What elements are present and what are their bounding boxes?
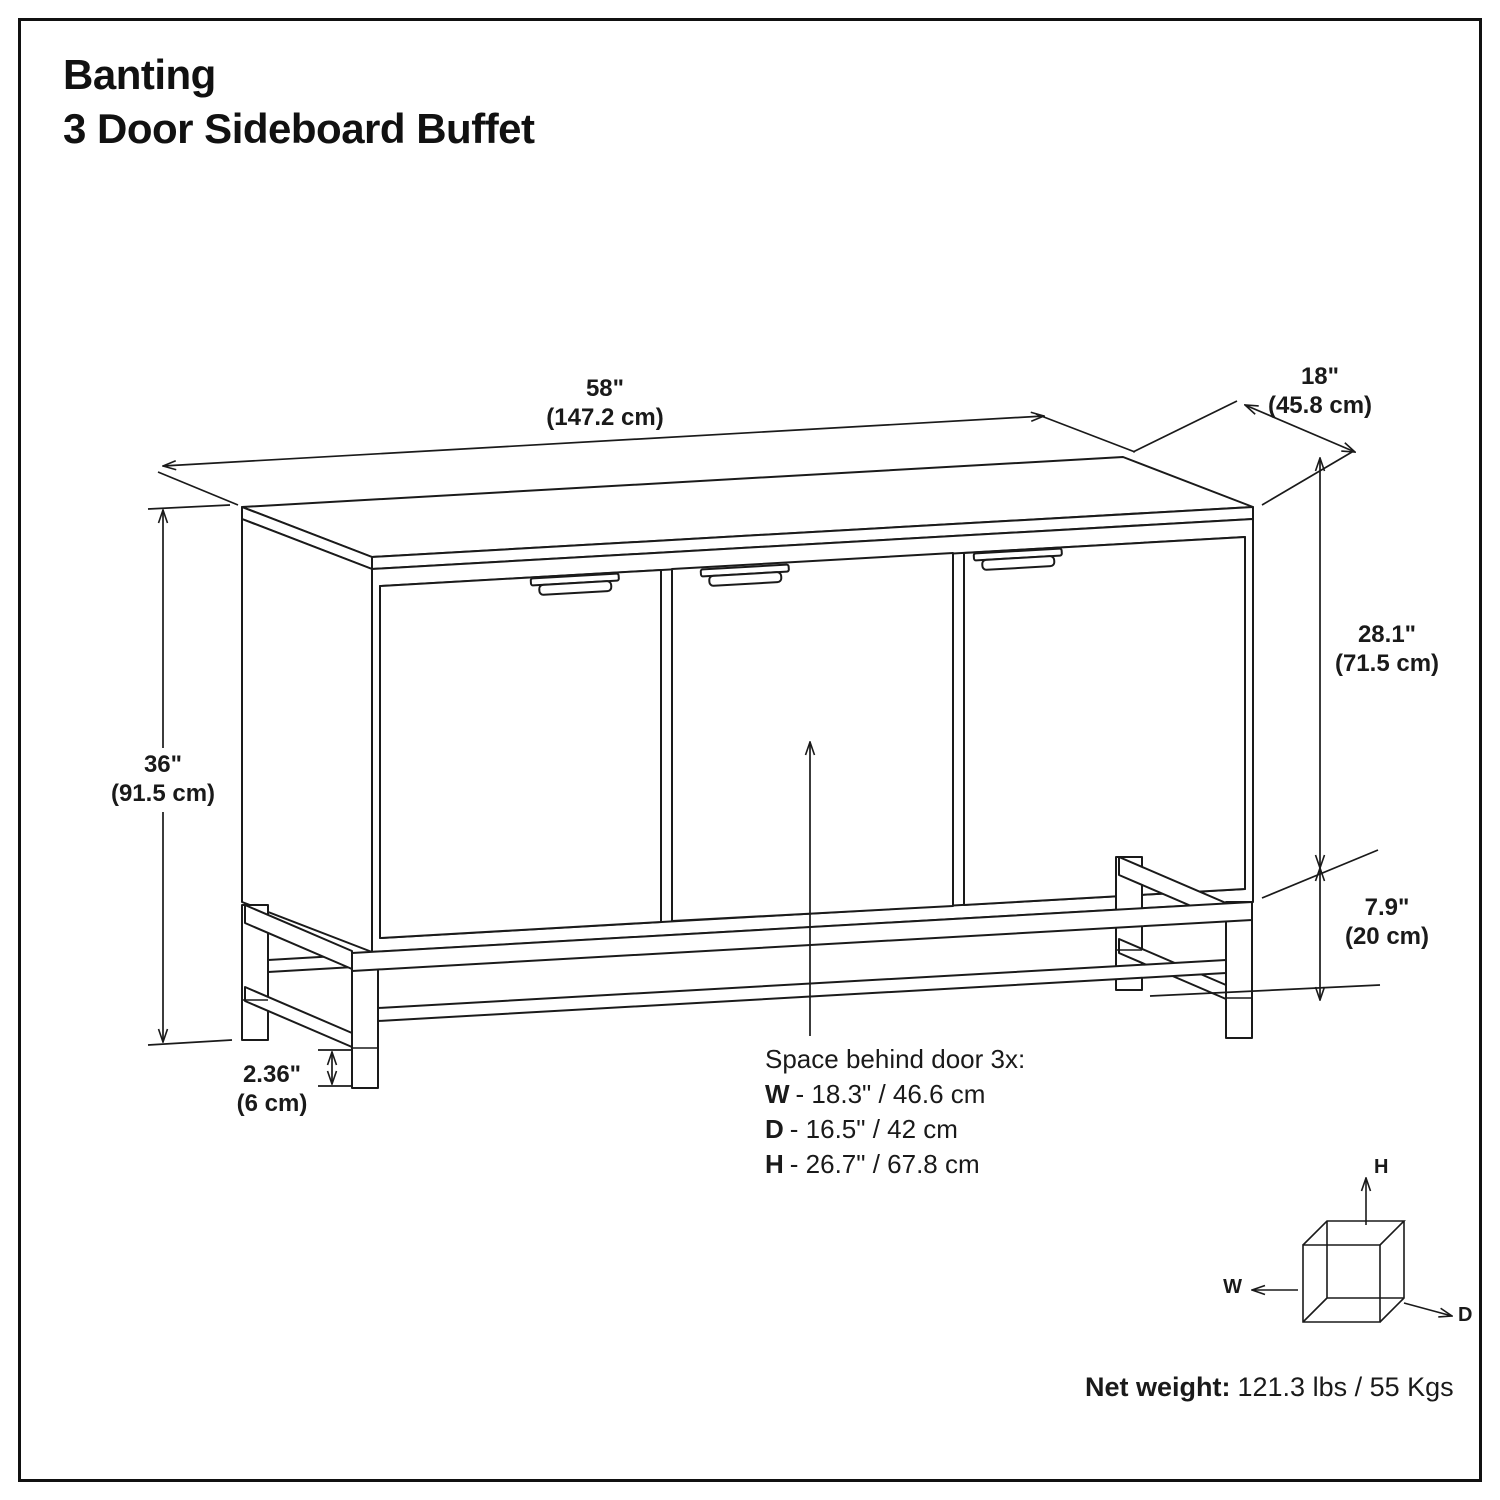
depth-inches: 18" — [1300, 363, 1340, 390]
axis-h-label: H — [765, 1149, 784, 1179]
interior-width-value: - 18.3" / 46.6 cm — [795, 1079, 986, 1109]
cabinet-body — [241, 456, 1254, 953]
interior-space-note: Space behind door 3x: W- 18.3" / 46.6 cm… — [765, 1042, 1105, 1182]
dimension-cabinet-height — [1261, 458, 1379, 899]
cabinet-side-face — [241, 518, 373, 953]
interior-space-row: H- 26.7" / 67.8 cm — [765, 1147, 1105, 1182]
net-weight: Net weight:121.3 lbs / 55 Kgs — [1085, 1372, 1454, 1403]
base-height-inches: 7.9" — [1364, 894, 1410, 921]
cube-height-axis-label: H — [1374, 1156, 1389, 1178]
dimension-overall-height — [147, 504, 233, 1046]
depth-cm: (45.8 cm) — [1267, 392, 1373, 419]
interior-space-row: W- 18.3" / 46.6 cm — [765, 1077, 1105, 1112]
dimension-depth — [1132, 400, 1355, 506]
width-dimension-label: 58" (147.2 cm) — [505, 374, 705, 432]
cabinet-height-cm: (71.5 cm) — [1334, 650, 1440, 677]
depth-axis-arrow — [1403, 1302, 1452, 1316]
depth-dimension-label: 18" (45.8 cm) — [1240, 362, 1400, 420]
width-cm: (147.2 cm) — [546, 404, 664, 431]
foot-height-dimension-label: 2.36" (6 cm) — [192, 1060, 352, 1118]
base-frame — [241, 856, 1253, 1089]
rail-front — [351, 901, 1253, 972]
cabinet-height-inches: 28.1" — [1357, 621, 1417, 648]
door-middle — [671, 552, 954, 922]
overall-height-inches: 36" — [143, 751, 183, 778]
overall-height-dimension-label: 36" (91.5 cm) — [83, 750, 243, 808]
axis-cube-icon — [1252, 1178, 1452, 1323]
door-handle-icon — [699, 563, 790, 587]
interior-space-row: D- 16.5" / 42 cm — [765, 1112, 1105, 1147]
cube-width-axis-label: W — [1223, 1276, 1242, 1298]
product-type: 3 Door Sideboard Buffet — [63, 105, 535, 152]
dimension-foot-height — [318, 1049, 352, 1087]
net-weight-label: Net weight: — [1085, 1372, 1231, 1402]
door-handle-icon — [972, 547, 1063, 571]
cabinet-height-dimension-label: 28.1" (71.5 cm) — [1312, 620, 1462, 678]
leg-front-right — [1225, 901, 1253, 1039]
door-handle-icon — [529, 572, 620, 596]
axis-d-label: D — [765, 1114, 784, 1144]
dimension-base-height — [1149, 868, 1381, 1000]
leg-front-left — [351, 952, 379, 1089]
interior-depth-value: - 16.5" / 42 cm — [789, 1114, 958, 1144]
base-height-dimension-label: 7.9" (20 cm) — [1312, 893, 1462, 951]
leveler-foot-lines — [242, 949, 1252, 1049]
stretcher-front — [377, 959, 1227, 1022]
net-weight-value: 121.3 lbs / 55 Kgs — [1237, 1372, 1454, 1402]
cube-depth-axis-label: D — [1458, 1304, 1473, 1326]
interior-space-heading: Space behind door 3x: — [765, 1044, 1026, 1074]
door-left — [379, 569, 662, 939]
width-inches: 58" — [585, 375, 625, 402]
foot-height-inches: 2.36" — [242, 1061, 302, 1088]
base-height-cm: (20 cm) — [1344, 923, 1430, 950]
overall-height-cm: (91.5 cm) — [110, 780, 216, 807]
product-name: Banting — [63, 51, 216, 98]
door-right — [963, 536, 1246, 906]
axis-w-label: W — [765, 1079, 790, 1109]
interior-height-value: - 26.7" / 67.8 cm — [789, 1149, 980, 1179]
dimension-width — [157, 414, 1136, 506]
page-title: Banting 3 Door Sideboard Buffet — [63, 48, 535, 156]
foot-height-cm: (6 cm) — [236, 1090, 308, 1117]
